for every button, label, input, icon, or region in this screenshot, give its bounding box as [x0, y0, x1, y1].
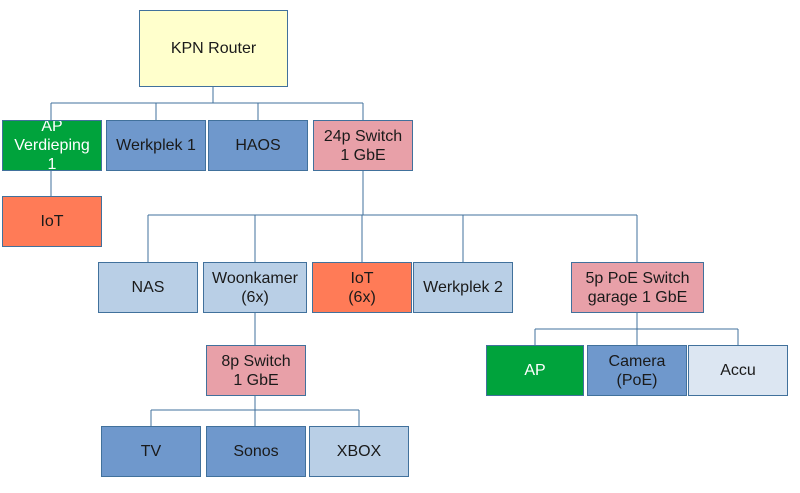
node-werkplek-2: Werkplek 2 [413, 262, 513, 313]
node-ap-verdieping: AP Verdieping 1 [2, 120, 102, 171]
node-nas: NAS [98, 262, 198, 313]
node-8p-switch: 8p Switch 1 GbE [206, 345, 306, 396]
node-woonkamer: Woonkamer (6x) [203, 262, 307, 313]
node-iot-top: IoT [2, 196, 102, 247]
node-kpn-router: KPN Router [139, 10, 288, 87]
node-ap: AP [486, 345, 584, 396]
node-xbox: XBOX [309, 426, 409, 477]
node-werkplek-1: Werkplek 1 [106, 120, 206, 171]
node-iot-6x: IoT (6x) [312, 262, 412, 313]
node-sonos: Sonos [206, 426, 306, 477]
node-accu: Accu [688, 345, 788, 396]
node-tv: TV [101, 426, 201, 477]
node-haos: HAOS [208, 120, 308, 171]
node-24p-switch: 24p Switch 1 GbE [313, 120, 413, 171]
node-camera: Camera (PoE) [587, 345, 687, 396]
node-5p-poe-switch: 5p PoE Switch garage 1 GbE [571, 262, 704, 313]
